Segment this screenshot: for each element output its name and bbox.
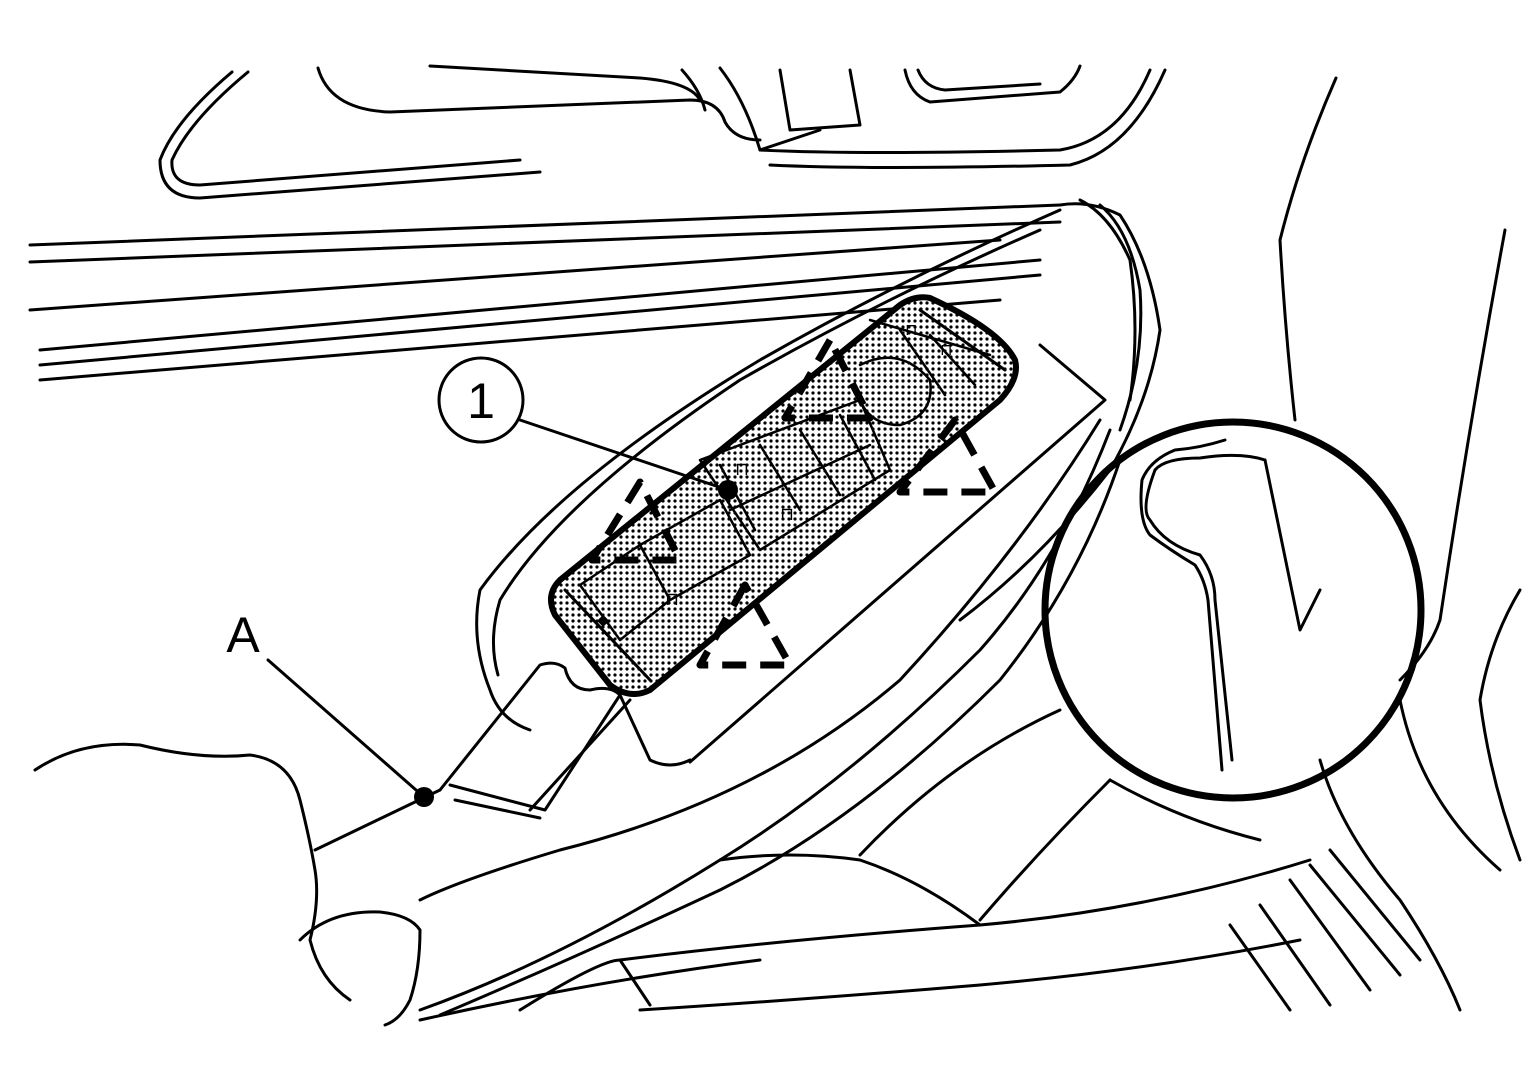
switch-marking: ◆ xyxy=(597,612,610,629)
clip-marker xyxy=(896,416,999,496)
clip-detail-inset xyxy=(1041,418,1425,802)
callout-circle xyxy=(437,356,525,444)
leader-dot xyxy=(718,480,738,500)
switch-marking: ⊓ xyxy=(905,322,917,339)
armrest-panel xyxy=(418,198,1162,1017)
lower-door xyxy=(33,708,1462,1027)
switch-marking: ⊓ xyxy=(940,342,952,359)
door-edge xyxy=(1278,76,1522,872)
power-window-switch: ⊓ ⊓ ⊓ ◆ ⊓ ⊓ xyxy=(548,294,1019,697)
callout-a-label: A xyxy=(226,607,260,663)
leader-line xyxy=(518,418,730,492)
callout-1-label: 1 xyxy=(467,373,495,429)
leader-line xyxy=(266,658,426,799)
clip-marker xyxy=(696,581,794,669)
clip-marker xyxy=(781,336,874,422)
switch-marking: ⊓ xyxy=(780,504,794,524)
switch-marking: ⊓ xyxy=(665,589,679,609)
callout-1: 1 xyxy=(437,356,738,500)
leader-dot xyxy=(414,787,434,807)
callout-a: A xyxy=(226,607,434,807)
switch-marking: ⊓ xyxy=(735,459,749,479)
upper-door-panel xyxy=(28,64,1167,382)
clip-location-markers xyxy=(588,336,999,669)
clip-marker xyxy=(588,478,684,564)
trim-tool xyxy=(438,343,1107,820)
